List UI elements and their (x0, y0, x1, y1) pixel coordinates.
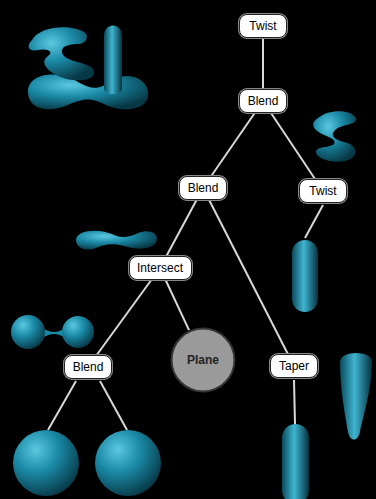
operation-box: Blend (239, 89, 287, 113)
tree-edge (262, 38, 264, 89)
node-label: Plane (187, 353, 219, 367)
node-label: Taper (279, 359, 309, 373)
tapered-shape (340, 353, 372, 440)
node-label: Twist (309, 184, 336, 198)
tree-edge (209, 200, 288, 354)
operation-box: Blend (64, 355, 112, 379)
operation-box: Twist (299, 179, 347, 203)
sphere-shape (13, 430, 79, 496)
tree-edge (97, 280, 152, 355)
tree-edge (166, 200, 196, 256)
operation-box: Intersect (129, 256, 192, 280)
twisted-shape (313, 111, 356, 162)
tree-edge (271, 113, 315, 179)
final-shape (28, 26, 148, 110)
sphere-shape (95, 430, 161, 496)
blended-flat-shape (76, 231, 157, 250)
node-label: Blend (73, 360, 104, 374)
operation-box: Taper (270, 354, 318, 378)
primitive-circle: Plane (170, 327, 236, 393)
shape-leader (48, 205, 323, 430)
node-label: Blend (248, 94, 279, 108)
operation-box: Twist (239, 14, 287, 38)
node-label: Intersect (137, 261, 183, 275)
operation-box: Blend (179, 176, 227, 200)
tree-edge (211, 113, 254, 176)
capsule-shape (292, 240, 318, 312)
tree-edge (166, 280, 189, 330)
node-label: Twist (249, 19, 276, 33)
capsule-shape (282, 424, 309, 499)
node-label: Blend (188, 181, 219, 195)
dumbbell-shape (11, 315, 94, 349)
